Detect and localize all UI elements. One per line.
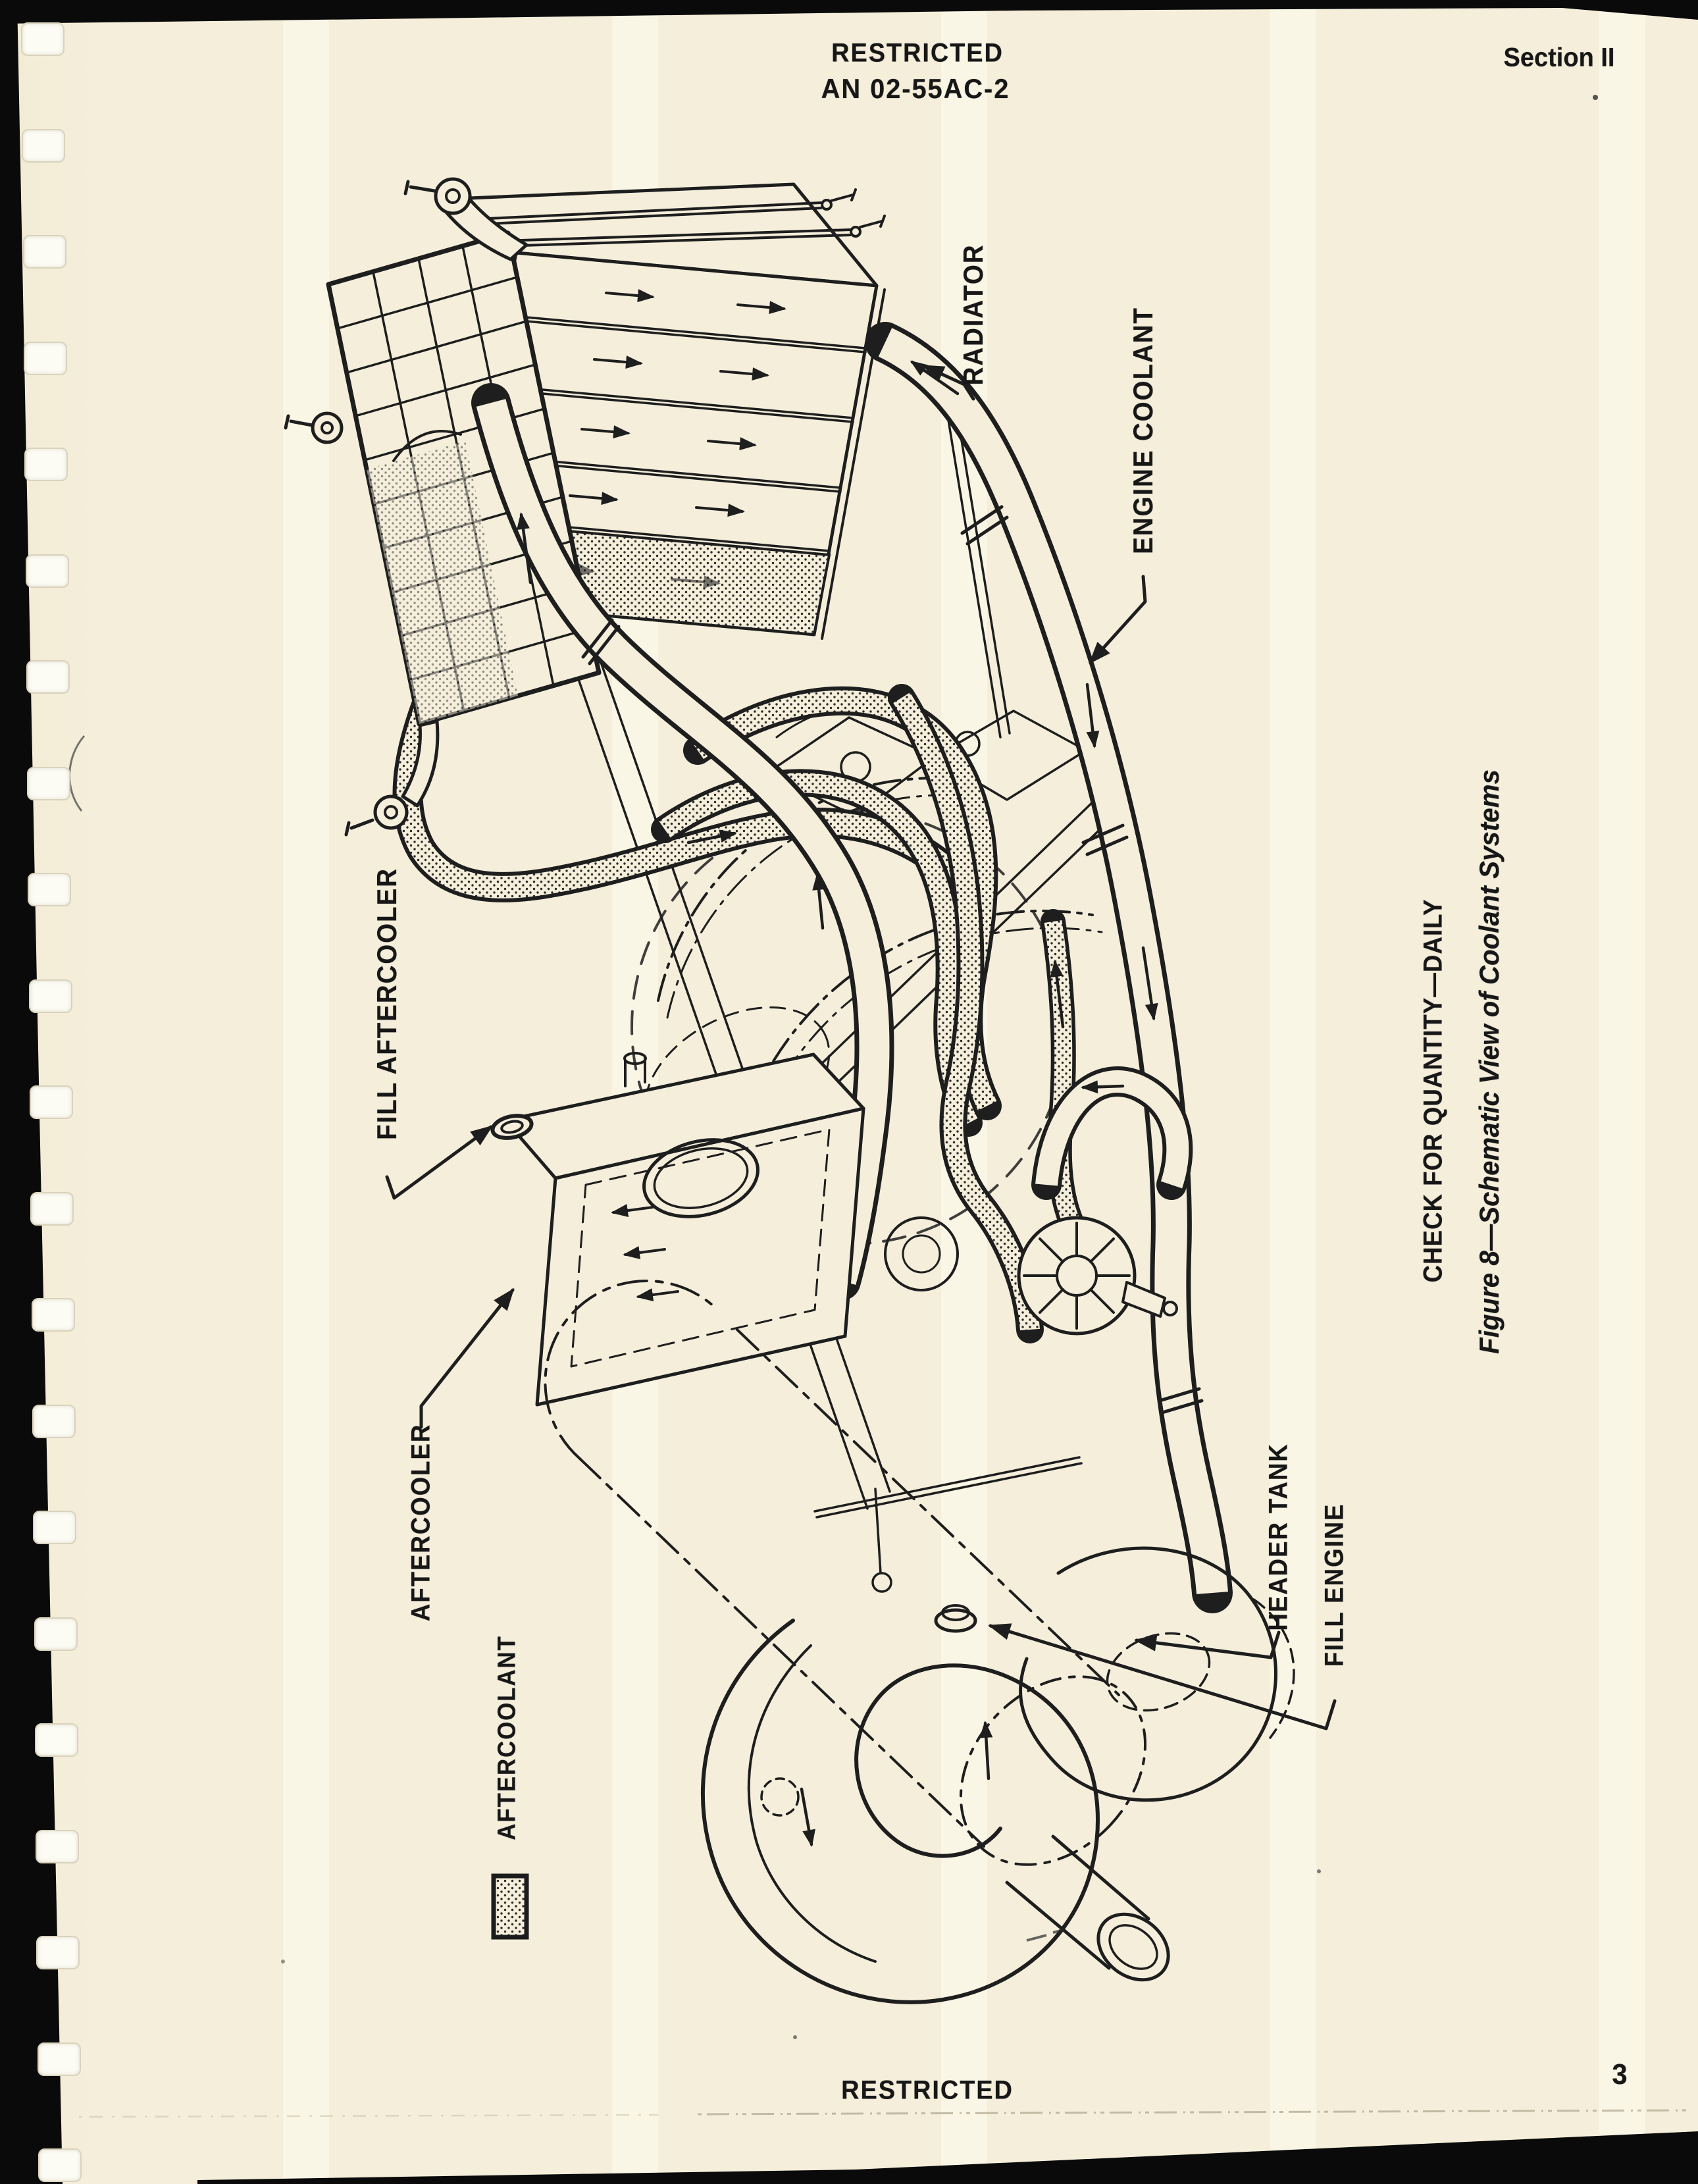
binder-hole	[37, 2042, 81, 2076]
binder-hole	[36, 1829, 80, 1863]
binder-hole	[28, 979, 72, 1013]
aftercooler-tank	[490, 1052, 865, 1407]
binder-hole	[25, 554, 69, 588]
supercharger-volute	[700, 1604, 1170, 2004]
leader-lines	[385, 364, 1337, 1730]
page-number: 3	[1612, 2058, 1628, 2091]
header-classification-stamp: RESTRICTED	[831, 38, 1004, 68]
hose-clamps	[581, 505, 1204, 1415]
header-section-label: Section II	[1503, 43, 1615, 72]
binder-hole	[33, 1511, 77, 1544]
binder-hole	[26, 660, 70, 694]
binder-hole	[24, 448, 68, 481]
radiator-outlet-hose	[471, 383, 894, 1301]
aftercoolant-hoses	[392, 609, 1092, 1343]
header-document-number: AN 02-55AC-2	[821, 73, 1010, 104]
check-instruction: CHECK FOR QUANTITY—DAILY	[1418, 898, 1448, 1283]
header-tank	[1018, 1546, 1295, 1802]
binder-hole	[34, 1617, 78, 1651]
binder-hole	[38, 2148, 82, 2182]
header-tank-label: HEADER TANK	[1264, 1443, 1293, 1631]
binder-hole	[30, 1191, 74, 1226]
engine-coolant-label: ENGINE COOLANT	[1127, 307, 1158, 554]
binder-hole	[22, 128, 66, 163]
binder-hole	[30, 1085, 73, 1119]
coolant-pump	[1017, 1066, 1193, 1336]
radiator-grille	[284, 177, 602, 837]
binder-hole	[22, 235, 66, 269]
binder-hole	[21, 22, 64, 56]
binder-hole	[32, 1404, 76, 1438]
aftercoolant-legend-swatch	[491, 1873, 529, 1940]
aftercooler-label: AFTERCOOLER	[406, 1423, 436, 1622]
aftercoolant-legend-label: AFTERCOOLANT	[493, 1635, 521, 1840]
binder-hole	[27, 766, 71, 800]
figure-caption: Figure 8—Schematic View of Coolant Syste…	[1474, 769, 1505, 1355]
fill-engine-label: FILL ENGINE	[1320, 1503, 1349, 1667]
footer-classification-stamp: RESTRICTED	[841, 2075, 1014, 2105]
radiator-label: RADIATOR	[958, 244, 989, 386]
binder-hole	[36, 1936, 80, 1969]
fill-aftercooler-label: FILL AFTERCOOLER	[371, 868, 402, 1140]
binder-hole	[31, 1298, 75, 1332]
scan-artifacts	[68, 95, 1689, 2118]
binder-hole	[23, 341, 67, 375]
binder-hole	[28, 873, 72, 906]
binder-hole	[34, 1723, 78, 1757]
